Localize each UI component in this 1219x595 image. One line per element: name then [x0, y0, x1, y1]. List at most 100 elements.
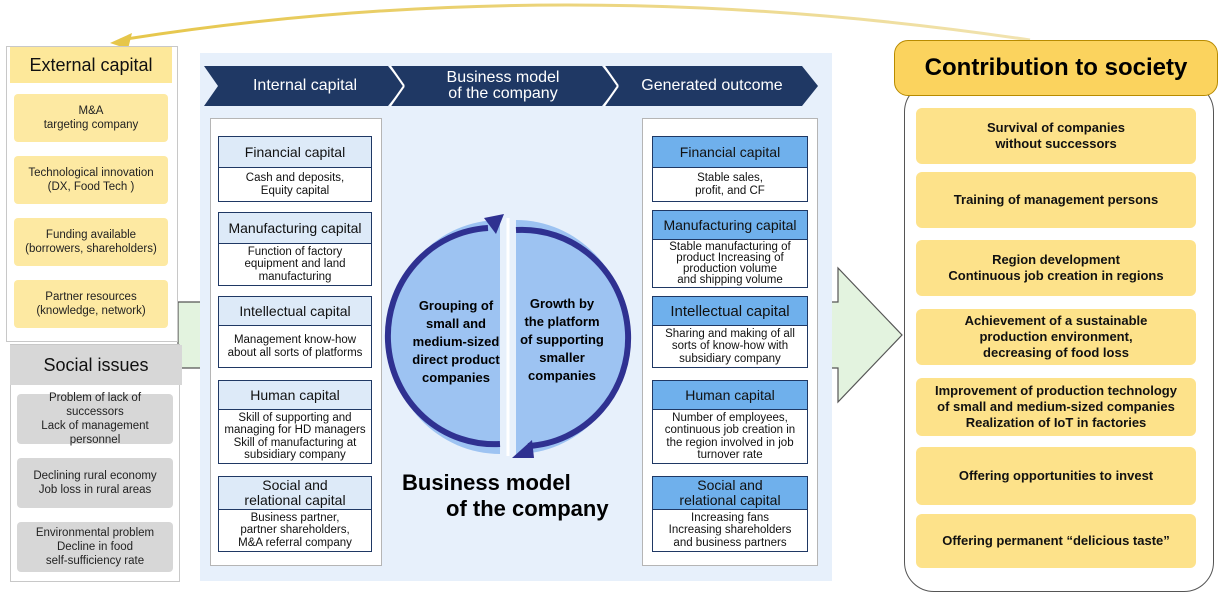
external-item-line: (borrowers, shareholders): [25, 243, 157, 255]
cycle-right-text: Growth by the platform of supporting sma…: [512, 290, 612, 390]
desc-line: Cash and deposits,: [245, 172, 345, 184]
outcome-title: Manufacturing capital: [652, 210, 808, 240]
internal-capital-desc: Cash and deposits, Equity capital: [218, 168, 372, 202]
contribution-item: Offering permanent “delicious taste”: [916, 514, 1196, 568]
social-issues-title: Social issues: [10, 345, 182, 385]
outcome-desc: Stable manufacturing of product Increasi…: [652, 240, 808, 288]
header-business-line: Business model: [446, 69, 560, 86]
external-item-line: (knowledge, network): [36, 305, 146, 317]
cycle-line: companies: [422, 370, 490, 385]
contribution-item: Training of management persons: [916, 172, 1196, 228]
contribution-title: Contribution to society: [894, 40, 1218, 96]
chevron-internal: [204, 66, 404, 106]
external-item-line: Funding available: [45, 229, 137, 241]
contribution-line: Training of management persons: [953, 192, 1159, 207]
desc-line: equipment and land: [244, 258, 346, 271]
desc-line: Skill of manufacturing at: [233, 436, 357, 449]
contribution-item: Survival of companies without successors: [916, 108, 1196, 164]
bm-line: of the company: [446, 496, 609, 521]
chevron-business: [390, 66, 618, 106]
desc-line: sorts of know-how with: [671, 340, 789, 353]
desc-line: about all sorts of platforms: [227, 346, 363, 359]
desc-line: Management know-how: [233, 334, 357, 346]
internal-capital-title: Financial capital: [218, 136, 372, 168]
social-item: Declining rural economy Job loss in rura…: [17, 458, 173, 508]
desc-line: subsidiary company: [244, 449, 346, 461]
desc-line: Increasing fans: [691, 511, 769, 524]
desc-line: manufacturing: [258, 270, 332, 283]
external-capital-title: External capital: [10, 47, 172, 83]
outcome-title: Intellectual capital: [652, 296, 808, 326]
internal-capital-desc: Function of factory equipment and land m…: [218, 244, 372, 286]
outcome-desc: Sharing and making of all sorts of know-…: [652, 326, 808, 368]
contribution-line: of small and medium-sized companies: [937, 399, 1175, 414]
outcome-title: Social and relational capital: [652, 476, 808, 510]
desc-line: M&A referral company: [238, 536, 352, 549]
contribution-line: decreasing of food loss: [983, 345, 1129, 360]
outcome-desc: Number of employees, continuous job crea…: [652, 410, 808, 464]
social-item-line: Decline in food: [56, 541, 134, 553]
external-item-line: M&A: [78, 105, 104, 117]
desc-line: continuous job creation in: [664, 424, 796, 436]
social-item: Problem of lack of successors Lack of ma…: [17, 392, 173, 446]
internal-capital-title: Intellectual capital: [218, 296, 372, 326]
contribution-item: Region development Continuous job creati…: [916, 240, 1196, 296]
internal-capital-desc: Business partner, partner shareholders, …: [218, 510, 372, 552]
cycle-left-half: [388, 220, 500, 454]
header-generated-outcome: Generated outcome: [641, 77, 783, 94]
internal-capital-title: Social and relational capital: [218, 476, 372, 510]
external-item: Technological innovation (DX, Food Tech …: [14, 156, 168, 204]
cycle-left-text: Grouping of small and medium-sized direc…: [400, 292, 512, 392]
desc-line: subsidiary company: [679, 352, 781, 365]
desc-line: partner shareholders,: [240, 524, 350, 537]
contribution-item: Improvement of production technology of …: [916, 378, 1196, 436]
desc-line: the region involved in job: [666, 436, 794, 449]
social-item-line: Declining rural economy: [33, 470, 157, 482]
outcome-desc: Increasing fans Increasing shareholders …: [652, 510, 808, 552]
contribution-line: Offering opportunities to invest: [958, 468, 1154, 483]
cycle-right-arc: [515, 226, 632, 449]
contribution-line: Continuous job creation in regions: [948, 268, 1164, 283]
feedback-arc: [119, 3, 1031, 42]
outcome-title: Financial capital: [652, 136, 808, 168]
contribution-line: Region development: [992, 252, 1120, 267]
desc-line: production volume: [683, 262, 777, 275]
internal-capital-title: Human capital: [218, 380, 372, 410]
desc-line: turnover rate: [697, 449, 763, 461]
desc-line: Sharing and making of all: [665, 327, 795, 340]
external-item-line: targeting company: [43, 119, 139, 131]
desc-line: profit, and CF: [695, 184, 765, 197]
external-item: Partner resources (knowledge, network): [14, 280, 168, 328]
contribution-line: Survival of companies: [987, 120, 1125, 135]
internal-capital-desc: Skill of supporting and managing for HD …: [218, 410, 372, 464]
contribution-line: without successors: [995, 136, 1117, 151]
title-line: relational capital: [679, 492, 781, 508]
cycle-right-half: [516, 220, 628, 454]
desc-line: and business partners: [673, 536, 787, 549]
chevron-outcome: [604, 66, 818, 106]
desc-line: and shipping volume: [677, 273, 783, 286]
business-model-title: Business model of the company: [402, 470, 632, 522]
social-item: Environmental problem Decline in food se…: [17, 522, 173, 572]
desc-line: Skill of supporting and: [238, 411, 352, 424]
social-item-line: Problem of lack of successors: [48, 392, 142, 418]
cycle-line: the platform: [524, 314, 600, 329]
cycle-line: of supporting: [520, 332, 604, 347]
cycle-line: smaller: [539, 350, 585, 365]
external-item-line: (DX, Food Tech ): [47, 181, 135, 193]
outcome-title: Human capital: [652, 380, 808, 410]
cycle-line: small and: [426, 316, 486, 331]
social-item-line: Job loss in rural areas: [38, 484, 152, 496]
desc-line: Stable manufacturing of: [669, 240, 791, 253]
header-internal-capital: Internal capital: [252, 77, 358, 94]
social-item-line: Lack of management personnel: [41, 420, 149, 446]
cycle-left-arc: [384, 225, 501, 448]
desc-line: Number of employees,: [672, 411, 788, 424]
social-item-line: self-sufficiency rate: [45, 555, 145, 567]
contribution-line: Achievement of a sustainable: [964, 313, 1148, 328]
cycle-line: medium-sized: [412, 334, 500, 349]
cycle-line: Grouping of: [418, 298, 494, 313]
contribution-line: Offering permanent “delicious taste”: [942, 533, 1170, 548]
bm-line: Business model: [402, 470, 571, 495]
